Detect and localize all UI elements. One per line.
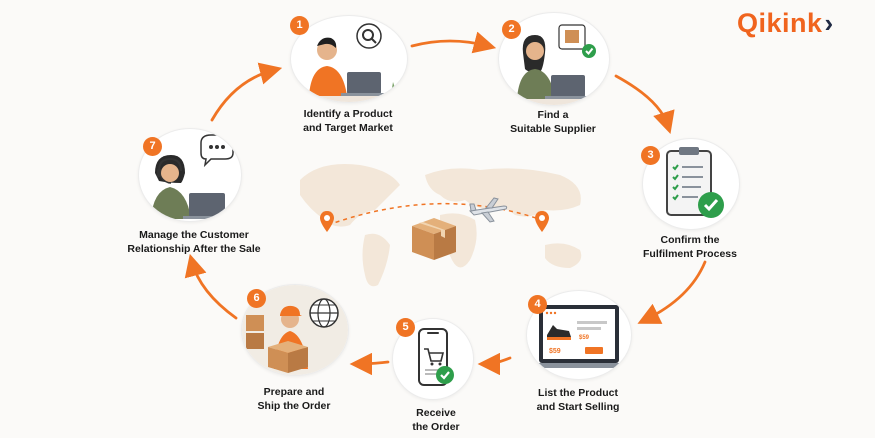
- step-3-label-line2: Fulfilment Process: [643, 248, 737, 260]
- step-2-illustration: [498, 12, 610, 106]
- world-map-icon: [300, 164, 582, 287]
- step-2-label: Find a Suitable Supplier: [493, 108, 613, 136]
- step-1-label-line1: Identify a Product: [303, 108, 393, 120]
- qikink-logo: Qikink›: [737, 8, 834, 39]
- step-4-label-line2: and Start Selling: [536, 401, 620, 413]
- location-pin-icon: [535, 211, 549, 232]
- step-1-illustration: [290, 15, 408, 103]
- step-2-label-line1: Find a: [537, 109, 569, 121]
- step-5-label: Receive the Order: [386, 406, 486, 434]
- step-2-label-line2: Suitable Supplier: [510, 123, 596, 135]
- clipboard-checklist-icon: [666, 147, 724, 218]
- step-1-label-line2: and Target Market: [303, 122, 393, 134]
- step-3-label-line1: Confirm the: [660, 234, 720, 246]
- step-2-number: 2: [502, 20, 521, 39]
- laptop-shoe-listing-icon: $59 $59: [533, 305, 625, 368]
- step-5-label-line2: the Order: [412, 421, 460, 433]
- step-4-number: 4: [528, 295, 547, 314]
- support-agent-chat-icon: [151, 134, 234, 219]
- step-3-label: Confirm the Fulfilment Process: [628, 233, 752, 261]
- phone-cart-check-icon: [418, 328, 454, 386]
- location-pin-icon: [320, 211, 334, 232]
- package-box-icon: [412, 218, 456, 260]
- airplane-icon: [468, 197, 508, 223]
- step-4-label-line1: List the Product: [538, 387, 618, 399]
- step-5-number: 5: [396, 318, 415, 337]
- logo-chevron: ›: [824, 8, 834, 38]
- svg-text:$59: $59: [579, 335, 590, 341]
- step-6-illustration: [241, 284, 349, 376]
- step-4-illustration: $59 $59: [526, 290, 632, 380]
- person-laptop-box-icon: [499, 24, 609, 105]
- step-3-number: 3: [641, 146, 660, 165]
- step-1-number: 1: [290, 16, 309, 35]
- worker-packing-box-icon: [242, 285, 348, 375]
- person-laptop-search-icon: [291, 23, 407, 102]
- logo-text: Qikink: [737, 8, 823, 38]
- step-6-label: Prepare and Ship the Order: [234, 385, 354, 413]
- step-4-label: List the Product and Start Selling: [518, 386, 638, 414]
- step-6-number: 6: [247, 289, 266, 308]
- step-1-label: Identify a Product and Target Market: [288, 107, 408, 135]
- step-6-label-line1: Prepare and: [263, 386, 325, 398]
- step-5-label-line1: Receive: [416, 407, 456, 419]
- step-5-illustration: [392, 318, 474, 400]
- step-7-label: Manage the Customer Relationship After t…: [116, 228, 272, 256]
- step-7-label-line1: Manage the Customer: [139, 229, 249, 241]
- svg-text:$59: $59: [549, 348, 561, 355]
- step-7-number: 7: [143, 137, 162, 156]
- step-7-label-line2: Relationship After the Sale: [127, 243, 261, 255]
- step-6-label-line2: Ship the Order: [257, 400, 331, 412]
